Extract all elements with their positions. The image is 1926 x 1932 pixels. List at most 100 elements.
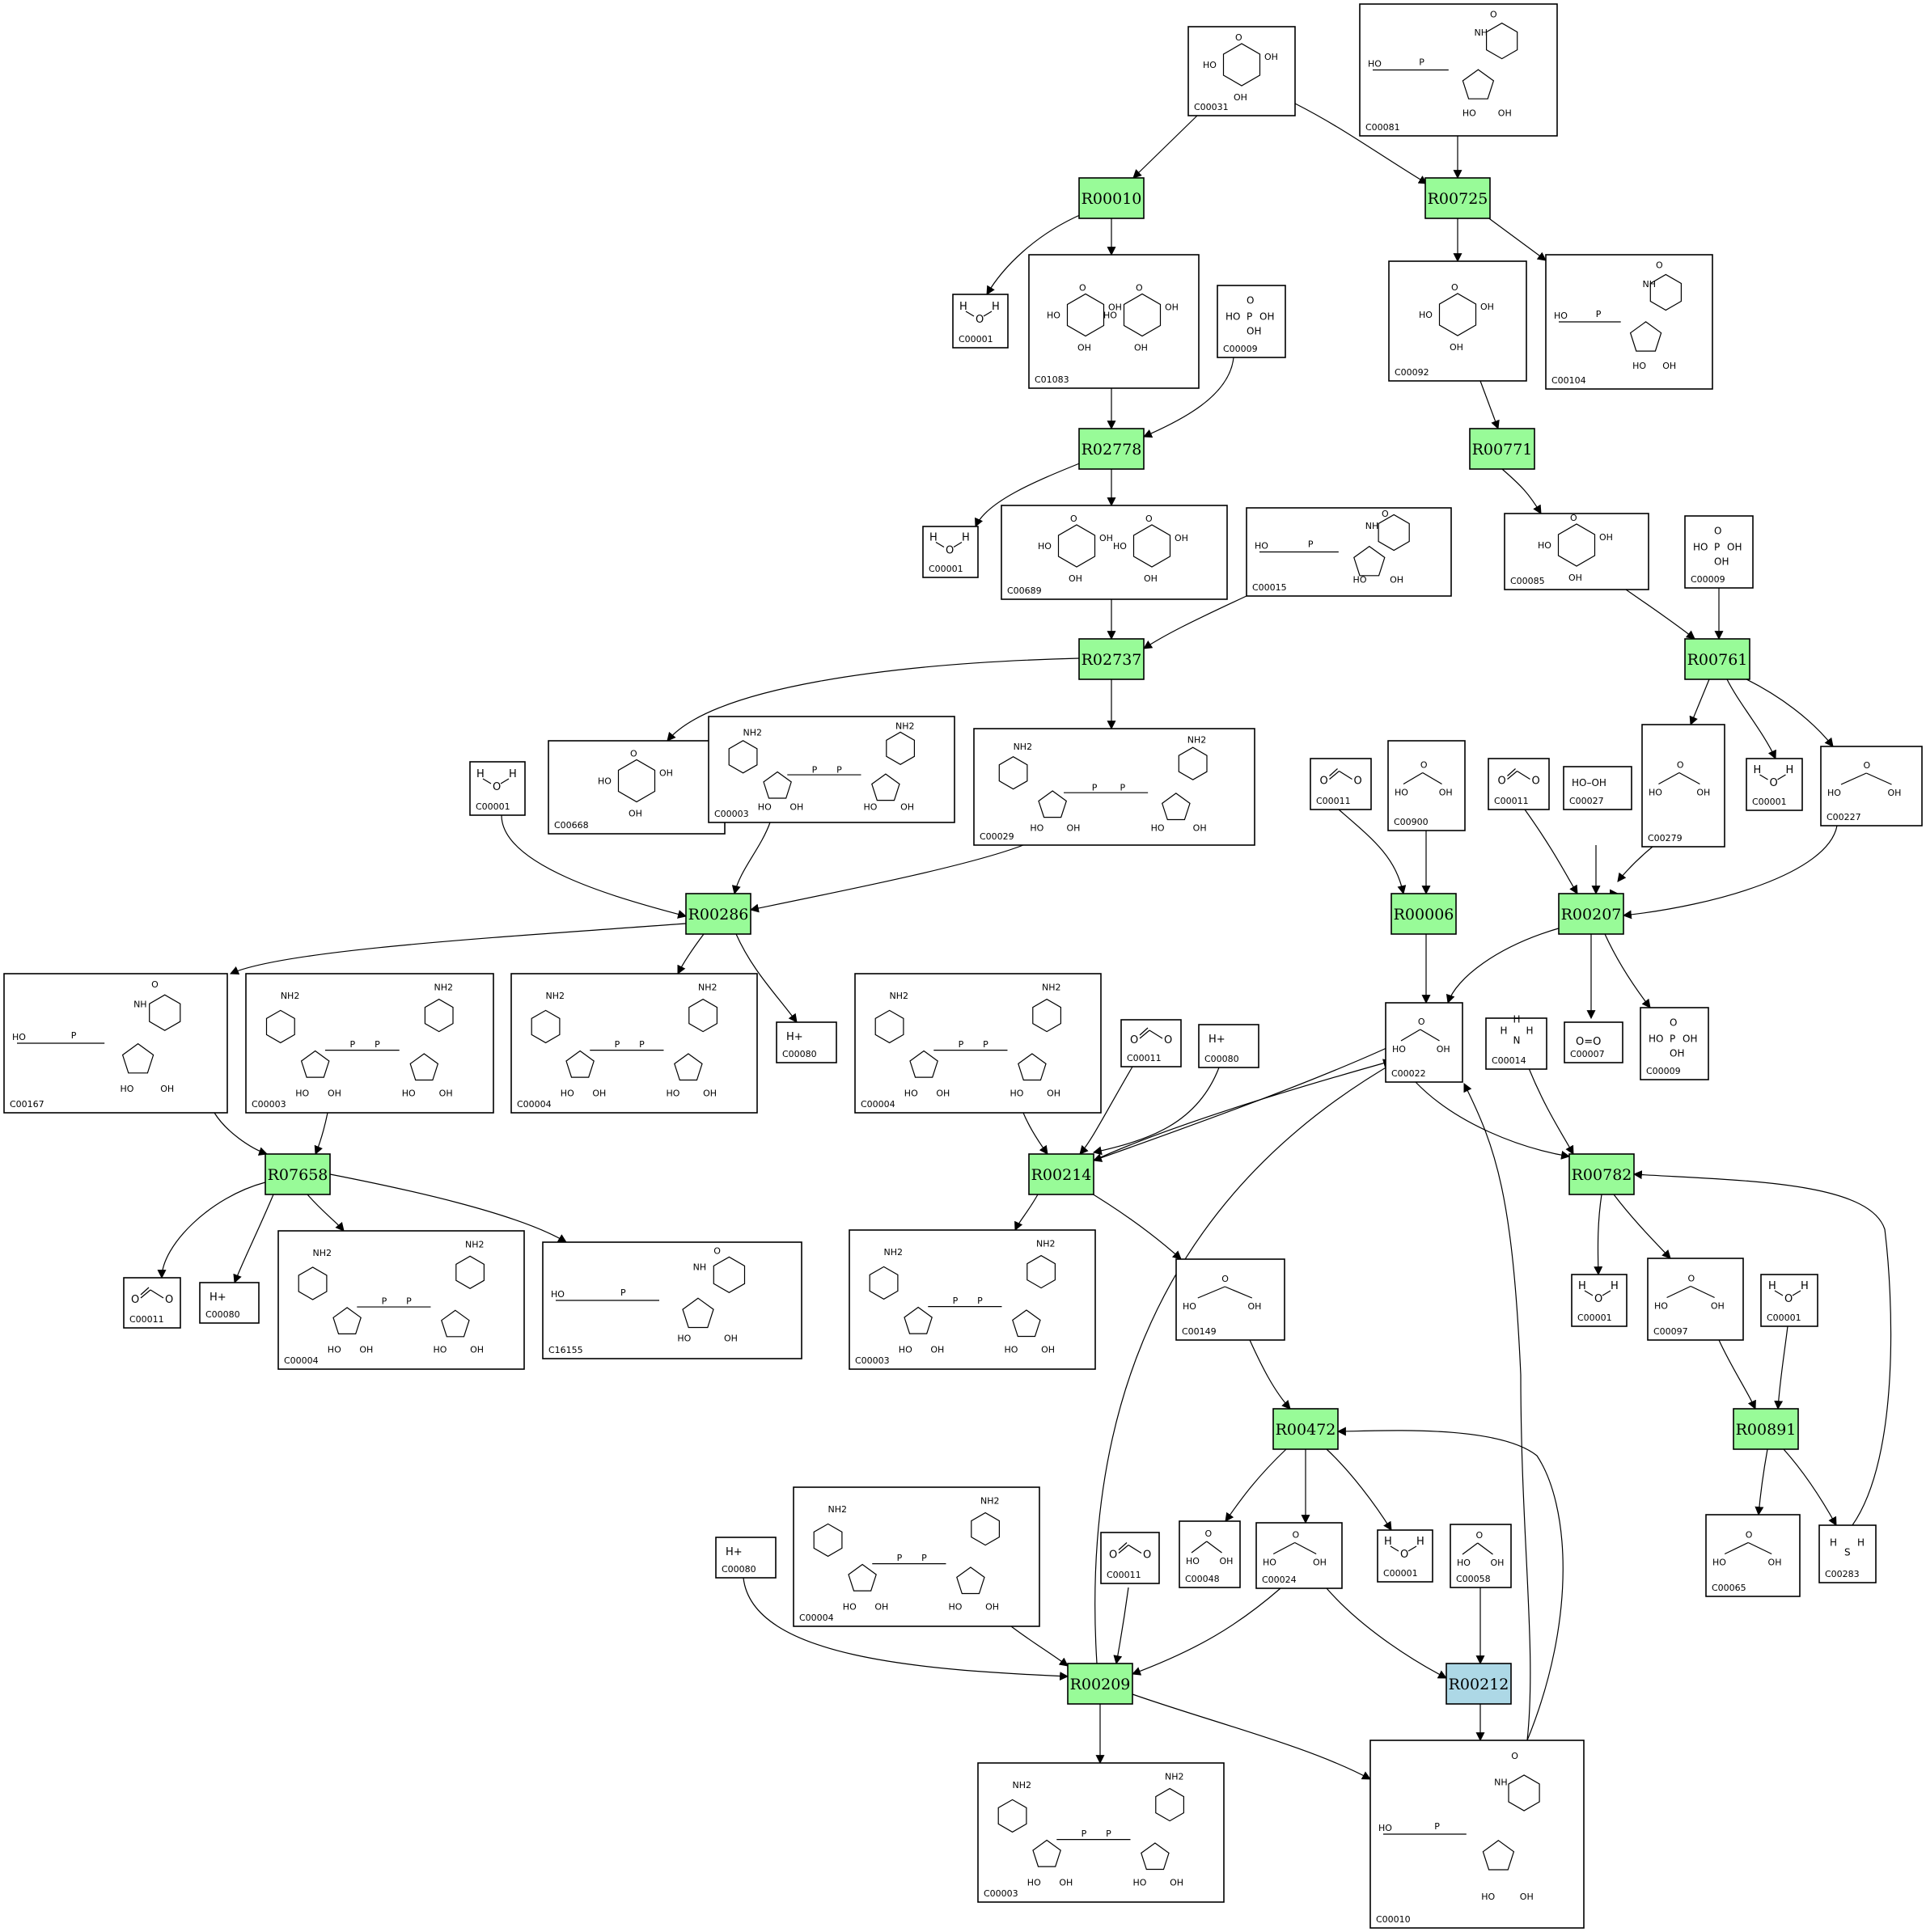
- edge-arrow: [1326, 1587, 1447, 1679]
- compound-box: [548, 740, 726, 835]
- compound-box: [1120, 1019, 1182, 1067]
- compound-id: C00010: [1376, 1914, 1411, 1925]
- reaction-node[interactable]: R00010: [1078, 177, 1145, 219]
- reaction-node[interactable]: R07658: [265, 1153, 331, 1195]
- edge-arrow: [1718, 1339, 1756, 1410]
- ring-bond: [728, 740, 758, 774]
- reaction-node[interactable]: R00761: [1684, 638, 1750, 680]
- reaction-node[interactable]: R00214: [1028, 1153, 1094, 1195]
- bond: [1507, 768, 1516, 776]
- atom-label: HO: [1186, 1556, 1200, 1566]
- reaction-node[interactable]: R00209: [1067, 1663, 1133, 1705]
- reaction-node[interactable]: R00782: [1568, 1153, 1635, 1195]
- compound-id: C00668: [554, 820, 589, 831]
- reaction-box: [1558, 893, 1624, 935]
- atom-label: HO: [843, 1601, 857, 1612]
- compound-node[interactable]: H+C00080: [715, 1537, 777, 1579]
- reaction-node[interactable]: R00891: [1733, 1408, 1799, 1450]
- reaction-node[interactable]: R00207: [1558, 893, 1624, 935]
- atom-label: H+: [210, 1292, 226, 1304]
- compound-id: C00004: [517, 1099, 552, 1110]
- edge-arrow: [1415, 1081, 1571, 1160]
- compound-node[interactable]: H+C00080: [776, 1021, 837, 1063]
- reaction-node[interactable]: R00006: [1391, 893, 1457, 935]
- atom-label: P: [977, 1296, 983, 1306]
- reaction-node[interactable]: R00771: [1469, 428, 1535, 470]
- compound-box: [1571, 1274, 1628, 1327]
- atom-label: O: [1770, 777, 1778, 789]
- compound-id: C00689: [1007, 586, 1042, 596]
- atom-label: H: [962, 532, 970, 544]
- atom-label: OH: [1727, 542, 1742, 553]
- edge-arrow: [1755, 1448, 1768, 1516]
- compound-node[interactable]: H+C00080: [1198, 1024, 1259, 1068]
- edge-arrow: [1338, 809, 1407, 895]
- reaction-node[interactable]: R00472: [1272, 1408, 1339, 1450]
- reaction-node[interactable]: R00286: [685, 893, 751, 935]
- edge-arrow: [229, 923, 687, 975]
- compound-box: [854, 973, 1102, 1114]
- atom-label: HO: [1649, 788, 1662, 798]
- reaction-node[interactable]: R02737: [1078, 638, 1145, 680]
- reaction-node[interactable]: R02778: [1078, 428, 1145, 470]
- ring-bond: [1123, 293, 1162, 337]
- edge-arrow: [1486, 216, 1547, 261]
- reaction-node[interactable]: R00212: [1446, 1663, 1512, 1705]
- atom-label: OH: [724, 1333, 738, 1343]
- reaction-node[interactable]: R00725: [1424, 177, 1491, 219]
- edge-arrow: [1014, 1194, 1039, 1232]
- compound-node[interactable]: H+C00080: [199, 1282, 260, 1324]
- atom-label: NH2: [313, 1248, 332, 1258]
